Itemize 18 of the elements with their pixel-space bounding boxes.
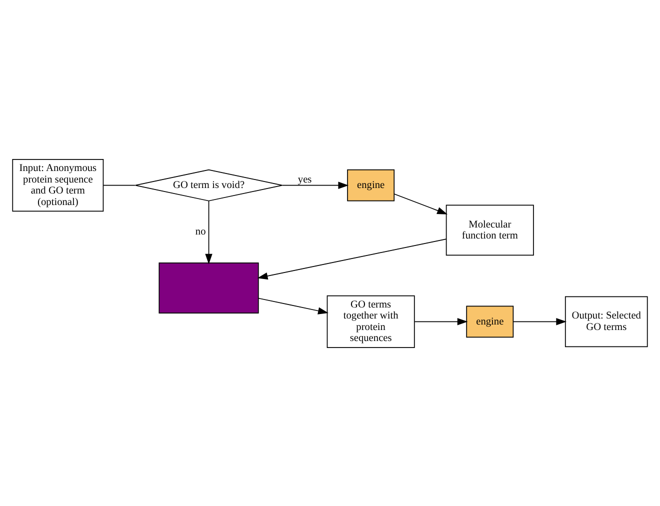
node-box: Output: Selected GO terms [564, 296, 648, 347]
arrow [257, 238, 447, 280]
arrow [282, 181, 349, 188]
node-diamond: GO term is void? [134, 168, 283, 201]
node-box: engine [347, 168, 395, 201]
arrow [258, 297, 328, 314]
edge-label: no [195, 226, 206, 238]
arrow [205, 200, 212, 264]
connector [103, 184, 136, 186]
node-box: engine [466, 305, 514, 338]
arrow [513, 318, 567, 325]
node-box [158, 262, 259, 313]
node-box: GO terms together with protein sequences [326, 294, 415, 348]
arrow [414, 318, 468, 325]
node-box: Molecular function term [446, 204, 534, 256]
arrow [394, 193, 448, 214]
edge-label: yes [298, 174, 312, 185]
node-box: Input: Anonymous protein sequence and GO term (optional) [12, 158, 104, 212]
